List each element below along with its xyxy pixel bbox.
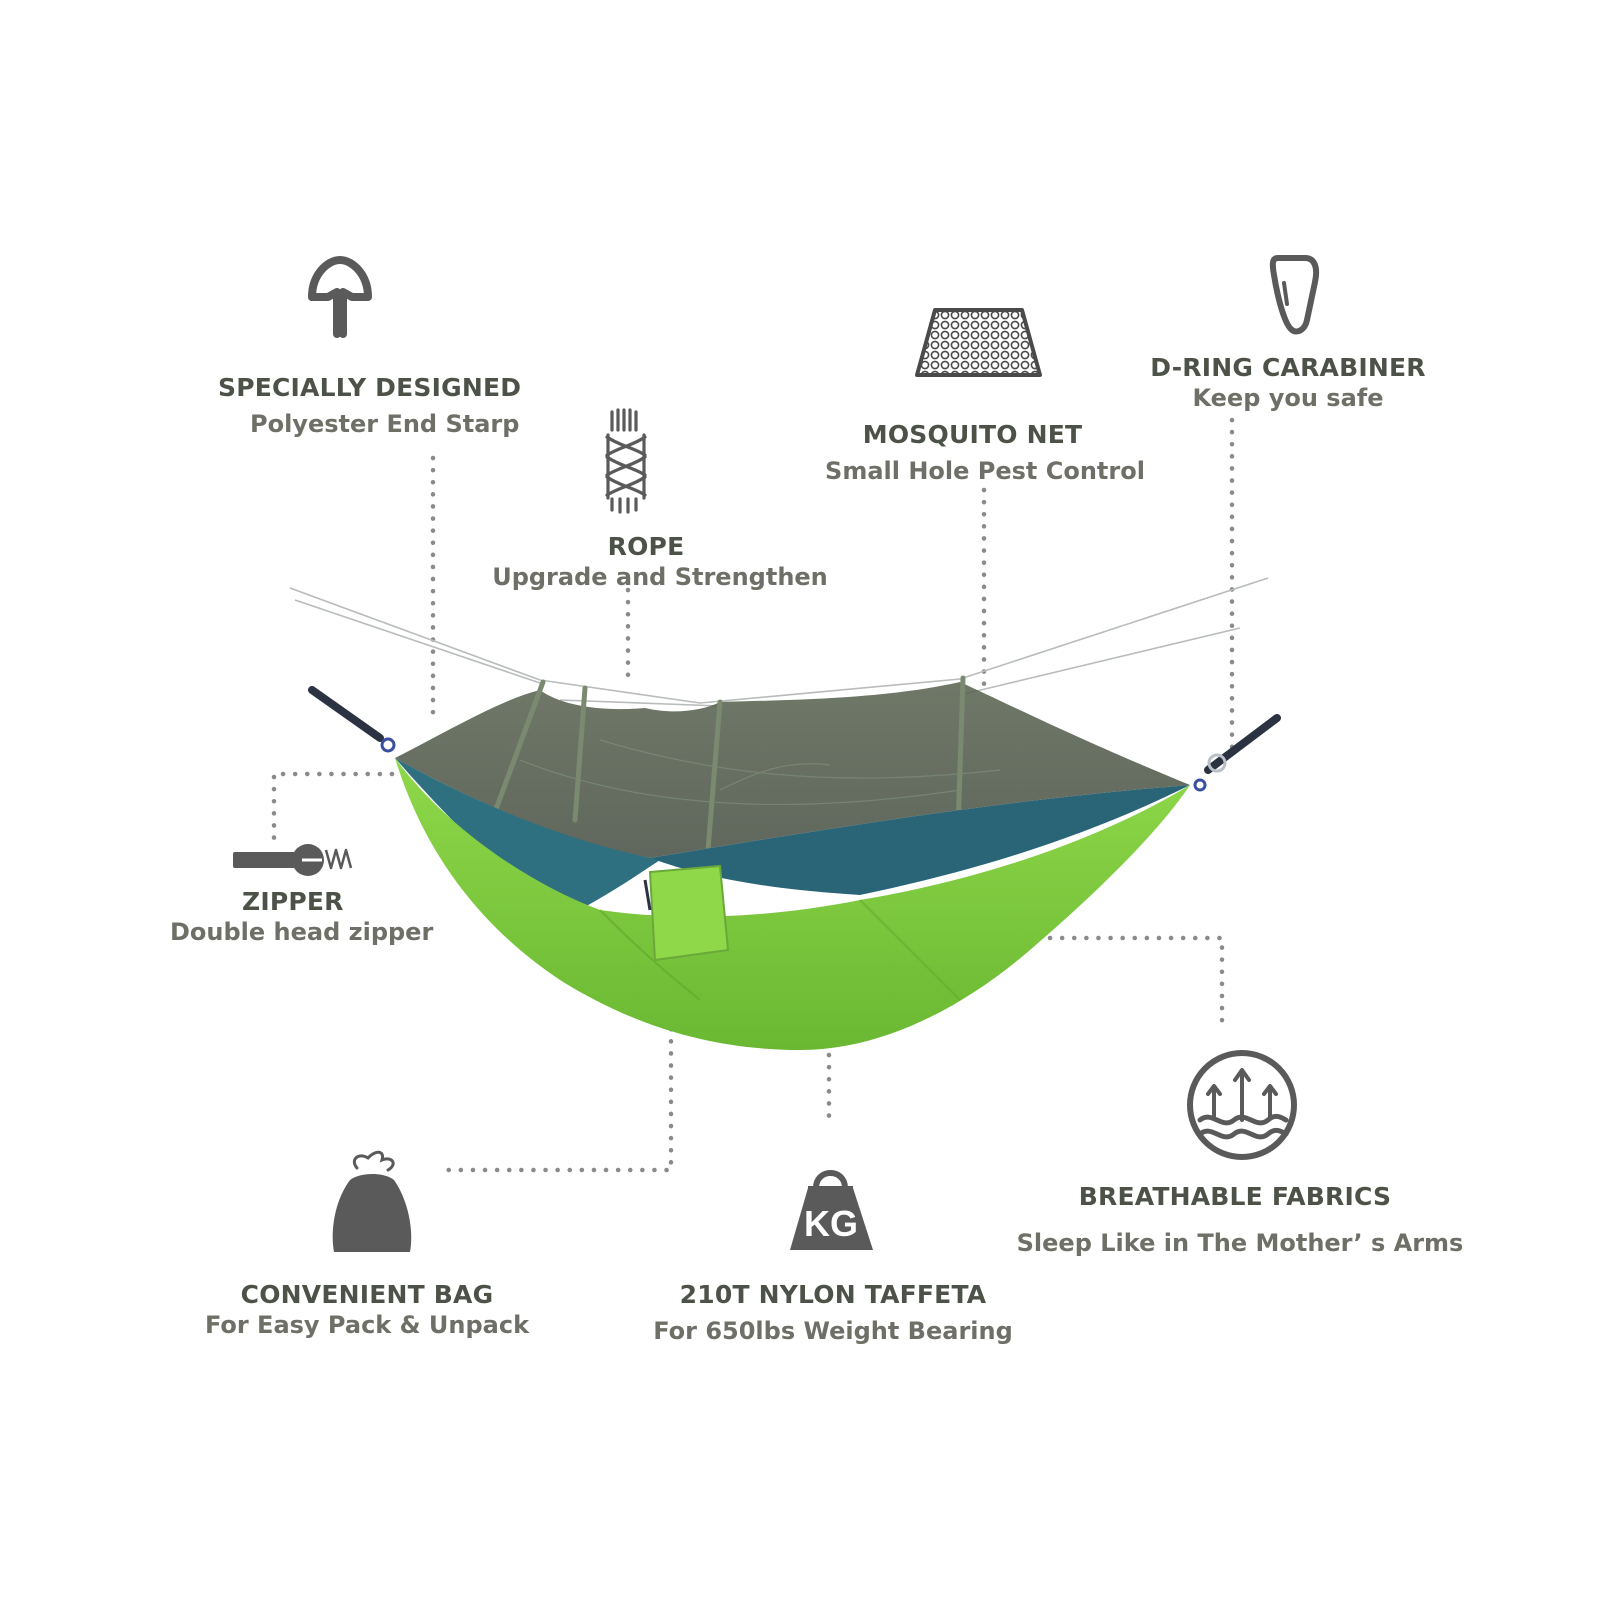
mosquito-net-icon	[915, 308, 1042, 377]
bag-icon	[332, 1150, 412, 1252]
net-canopy	[395, 682, 1190, 858]
feature-carabiner-subtitle: Keep you safe	[1192, 384, 1384, 412]
feature-bag-title: CONVENIENT BAG	[240, 1280, 494, 1309]
hammock-body	[395, 758, 1190, 1050]
feature-zipper-subtitle: Double head zipper	[170, 918, 434, 946]
feature-zipper-title: ZIPPER	[242, 887, 344, 916]
leader-fabric	[1047, 935, 1225, 1028]
zipper-icon	[233, 844, 353, 876]
feature-net: MOSQUITO NET Small Hole Pest Control	[820, 420, 1150, 485]
hammock-teal-right	[650, 785, 1190, 895]
feature-strap-subtitle: Polyester End Starp	[250, 410, 520, 438]
weight-label: KG	[804, 1203, 858, 1244]
carabiner-icon	[1269, 255, 1320, 335]
feature-bag-subtitle: For Easy Pack & Unpack	[204, 1311, 530, 1339]
suspension-lines	[289, 577, 1269, 707]
feature-bag: CONVENIENT BAG For Easy Pack & Unpack	[202, 1280, 532, 1339]
leader-zipper	[271, 771, 395, 848]
feature-carabiner: D-RING CARABINER Keep you safe	[1138, 353, 1438, 412]
hammock-pocket	[648, 864, 730, 962]
rope-icon	[605, 408, 647, 514]
leader-bag	[442, 1002, 674, 1173]
feature-fabric-title: BREATHABLE FABRICS	[1078, 1182, 1392, 1211]
feature-strap-title: SPECIALLY DESIGNED	[218, 373, 522, 402]
feature-rope-title: ROPE	[607, 532, 685, 561]
feature-fabric: BREATHABLE FABRICS Sleep Like in The Mot…	[1005, 1182, 1475, 1257]
leader-lines	[271, 417, 1235, 1173]
feature-zipper: ZIPPER Double head zipper	[170, 887, 434, 946]
kg-weight-icon: KG	[790, 1170, 873, 1250]
feature-rope: ROPE Upgrade and Strengthen	[490, 532, 830, 591]
feature-nylon-subtitle: For 650lbs Weight Bearing	[653, 1317, 1013, 1345]
strap-icon	[308, 256, 372, 338]
feature-rope-subtitle: Upgrade and Strengthen	[492, 563, 828, 591]
feature-net-title: MOSQUITO NET	[862, 420, 1083, 449]
hammock-illustration	[289, 577, 1281, 1050]
hammock-teal-left	[395, 758, 660, 920]
feature-nylon: 210T NYLON TAFFETA For 650lbs Weight Bea…	[648, 1280, 1018, 1345]
feature-net-subtitle: Small Hole Pest Control	[825, 457, 1145, 485]
feature-carabiner-title: D-RING CARABINER	[1150, 353, 1426, 382]
net-poles	[489, 675, 966, 853]
feature-nylon-title: 210T NYLON TAFFETA	[679, 1280, 987, 1309]
tree-straps	[308, 686, 1281, 792]
feature-strap: SPECIALLY DESIGNED Polyester End Starp	[212, 373, 522, 438]
feature-fabric-subtitle: Sleep Like in The Mother’ s Arms	[1016, 1229, 1464, 1257]
breathable-icon	[1187, 1050, 1297, 1160]
